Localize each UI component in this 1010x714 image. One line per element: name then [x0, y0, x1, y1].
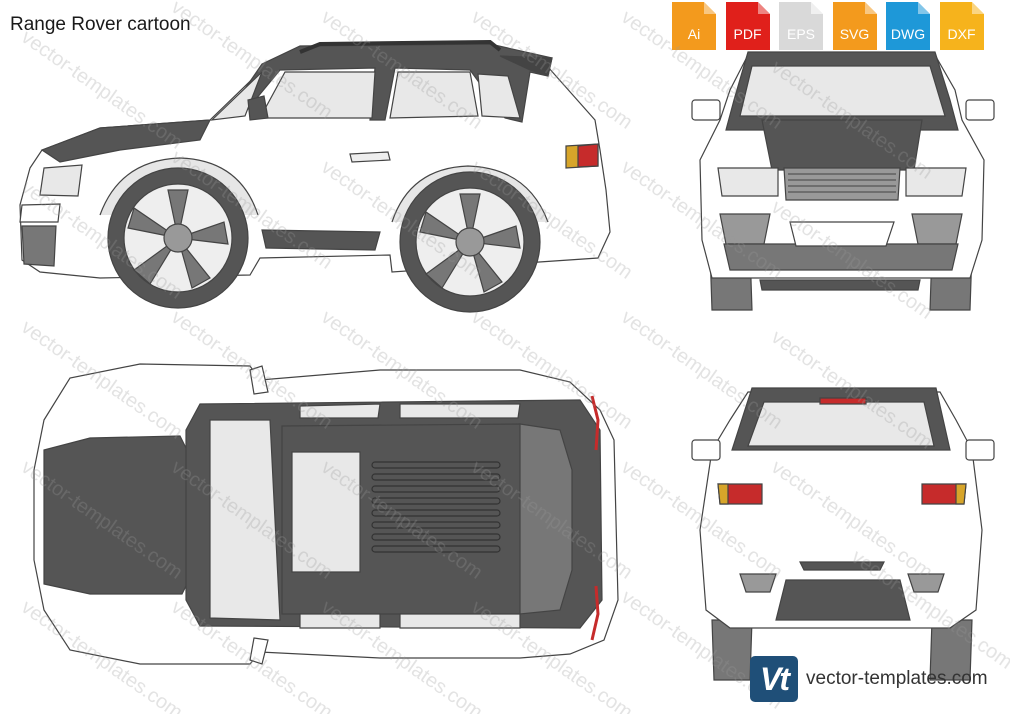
- pdf-label: PDF: [733, 26, 762, 42]
- format-badges: Ai PDF EPS SVG DWG DXF: [672, 2, 984, 50]
- svg-file-icon[interactable]: SVG: [832, 2, 877, 50]
- dwg-file-icon[interactable]: DWG: [886, 2, 930, 50]
- side-view: [19, 39, 611, 313]
- ai-file-icon[interactable]: Ai: [672, 2, 716, 50]
- front-view: [691, 51, 995, 311]
- dwg-label: DWG: [890, 26, 926, 42]
- rear-view: [691, 387, 995, 681]
- pdf-file-icon[interactable]: PDF: [725, 2, 770, 50]
- vt-logo-icon: Vt: [750, 656, 798, 702]
- top-view: [33, 363, 619, 665]
- eps-label: EPS: [786, 26, 815, 42]
- ai-label: Ai: [687, 26, 701, 42]
- brand-site-link[interactable]: vector-templates.com: [806, 668, 988, 689]
- eps-file-icon[interactable]: EPS: [779, 2, 823, 50]
- brand[interactable]: Vt vector-templates.com: [750, 656, 988, 702]
- dxf-file-icon[interactable]: DXF: [939, 2, 984, 50]
- svg-label: SVG: [839, 26, 870, 42]
- page-title: Range Rover cartoon: [10, 14, 191, 35]
- dxf-label: DXF: [947, 26, 976, 42]
